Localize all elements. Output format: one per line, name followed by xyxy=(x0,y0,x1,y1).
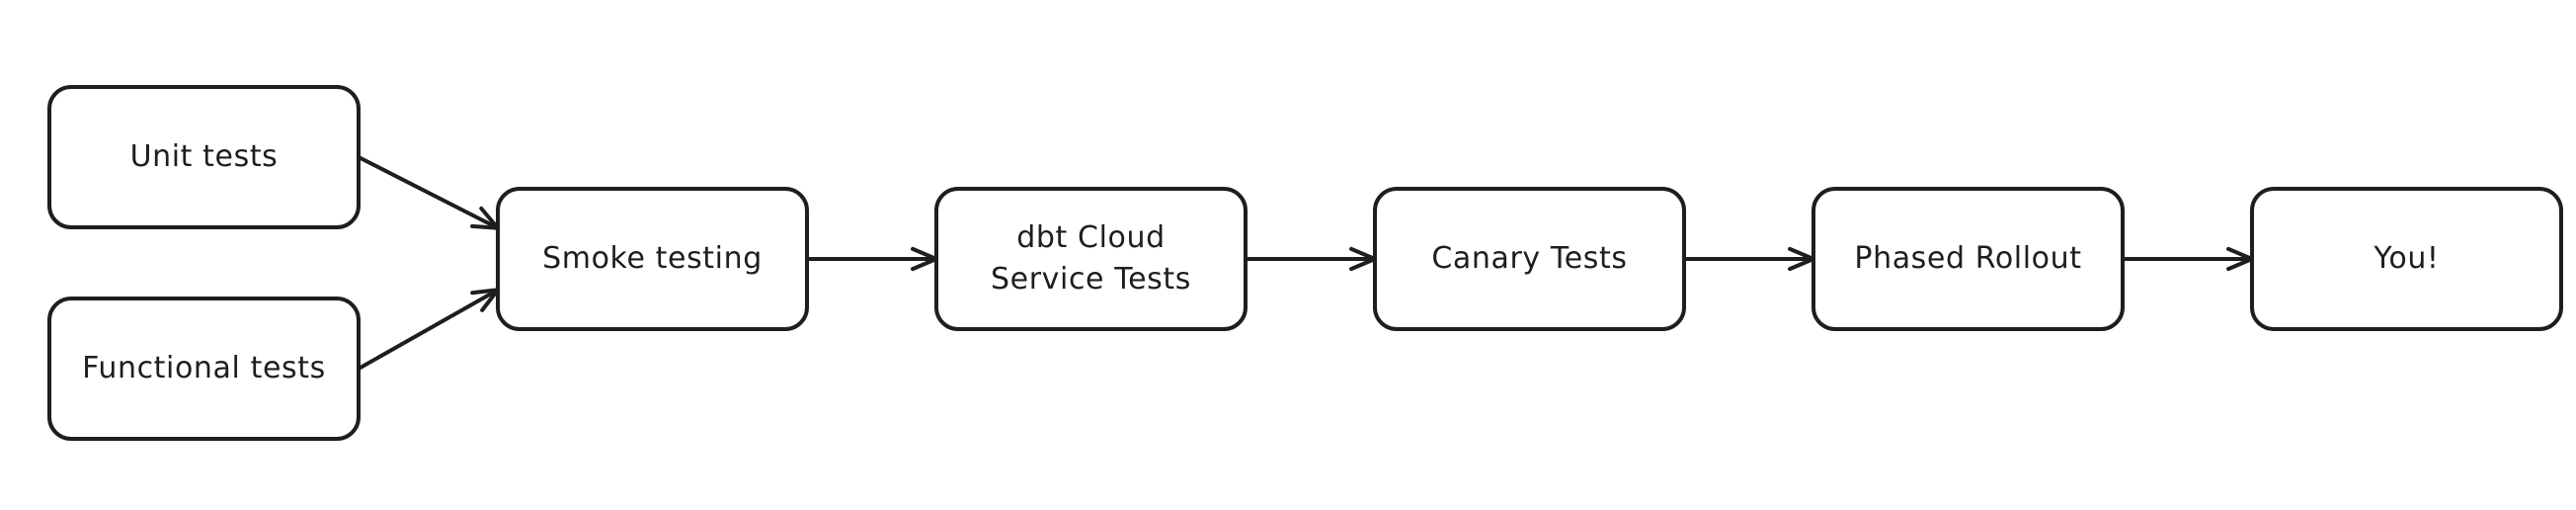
node-box xyxy=(2250,187,2563,331)
node-functional-tests[interactable]: Functional tests xyxy=(47,297,361,441)
node-box xyxy=(47,297,361,441)
node-phased-rollout[interactable]: Phased Rollout xyxy=(1811,187,2125,331)
node-label-line: Canary Tests xyxy=(1431,241,1627,276)
edge-unit-tests-to-smoke-testing xyxy=(357,155,500,230)
node-box xyxy=(47,85,361,229)
node-label: Unit tests xyxy=(130,139,279,174)
node-box xyxy=(496,187,809,331)
node-label-line: Service Tests xyxy=(991,262,1191,297)
edge-functional-tests-to-smoke-testing xyxy=(357,288,500,371)
node-label: Functional tests xyxy=(82,351,326,385)
node-label: Phased Rollout xyxy=(1854,241,2081,276)
edge-line xyxy=(357,288,500,371)
node-smoke-testing[interactable]: Smoke testing xyxy=(496,187,809,331)
edge-smoke-testing-to-dbt-cloud-service-tests xyxy=(805,246,938,272)
node-canary-tests[interactable]: Canary Tests xyxy=(1373,187,1686,331)
node-box xyxy=(1811,187,2125,331)
node-label-line: dbt Cloud xyxy=(1016,220,1165,255)
node-box xyxy=(934,187,1248,331)
node-label-line: Unit tests xyxy=(130,139,279,174)
node-label-line: Smoke testing xyxy=(542,241,763,276)
node-label: You! xyxy=(2373,241,2439,276)
edge-dbt-cloud-service-tests-to-canary-tests xyxy=(1244,246,1377,272)
edge-phased-rollout-to-you xyxy=(2121,246,2254,272)
node-unit-tests[interactable]: Unit tests xyxy=(47,85,361,229)
node-label-line: You! xyxy=(2373,241,2439,276)
edge-line xyxy=(357,155,500,230)
node-label-line: Phased Rollout xyxy=(1854,241,2081,276)
node-label-line: Functional tests xyxy=(82,351,326,385)
node-you[interactable]: You! xyxy=(2250,187,2563,331)
node-label: Smoke testing xyxy=(542,241,763,276)
edge-canary-tests-to-phased-rollout xyxy=(1682,246,1815,272)
node-label: Canary Tests xyxy=(1431,241,1627,276)
node-box xyxy=(1373,187,1686,331)
